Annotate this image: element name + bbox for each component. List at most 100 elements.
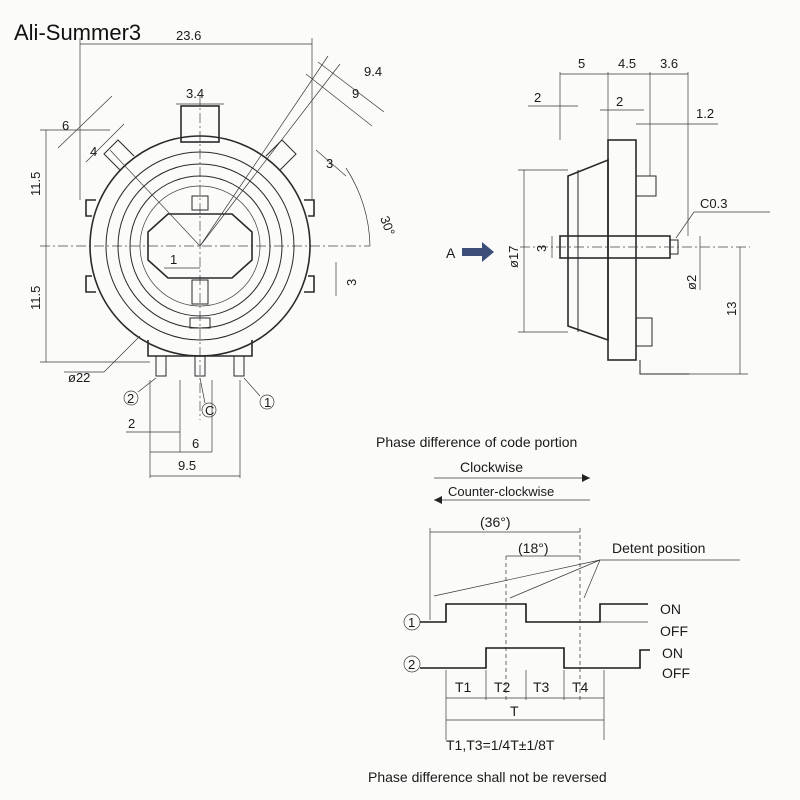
inner-ring-3 xyxy=(129,175,271,317)
bottom-locating-tab xyxy=(189,317,211,329)
body-side-notches xyxy=(85,199,315,293)
dim-label-2a: 2 xyxy=(534,90,541,105)
channel-1-label: 1 xyxy=(408,615,415,630)
dim-label-9: 9 xyxy=(352,86,359,101)
dim-label-6: 6 xyxy=(62,118,69,133)
angle-line-2 xyxy=(199,55,329,247)
pin-1-label: 1 xyxy=(264,395,271,410)
dim-label-13: 13 xyxy=(724,302,739,316)
view-arrow-label: A xyxy=(446,245,456,261)
angle-line-1 xyxy=(199,63,341,247)
dim-line-9-4 xyxy=(317,61,385,113)
dim-label-side-3: 3 xyxy=(534,245,549,252)
pin-c-marker xyxy=(201,402,217,418)
channel-2-on: ON xyxy=(662,645,683,661)
top-shaft-stub xyxy=(180,105,220,143)
channel-1-on: ON xyxy=(660,601,681,617)
dim-label-phi22: ø22 xyxy=(68,370,90,385)
angle-36-label: (36°) xyxy=(480,514,511,530)
counter-clockwise-label: Counter-clockwise xyxy=(448,484,554,499)
top-left-tab xyxy=(103,139,135,171)
angle-arc-30 xyxy=(345,167,371,247)
dim-label-4: 4 xyxy=(90,144,97,159)
dim-label-c0-3: C0.3 xyxy=(700,196,727,211)
t2-label: T2 xyxy=(494,679,511,695)
angle-18-label: (18°) xyxy=(518,540,549,556)
dim-label-4-5: 4.5 xyxy=(618,56,636,71)
channel-2-marker xyxy=(403,655,421,673)
counter-clockwise-arrowhead xyxy=(434,496,442,504)
side-body xyxy=(567,158,609,342)
inner-ring-4 xyxy=(139,185,261,307)
dim-label-1: 1 xyxy=(170,252,177,267)
dim-label-11-5-bottom: 11.5 xyxy=(28,286,43,310)
channel-2-off: OFF xyxy=(662,665,690,681)
channel-2-label: 2 xyxy=(408,657,415,672)
detent-leader-1 xyxy=(433,559,601,597)
shaft-key-top xyxy=(191,195,209,211)
terminal-pin-1 xyxy=(233,355,245,377)
channel-2-waveform xyxy=(420,647,650,669)
pin-2-leader xyxy=(137,377,157,393)
dim-line-9 xyxy=(305,73,373,127)
detent-leader-2 xyxy=(509,559,601,599)
dim-line-4 xyxy=(85,123,125,163)
pin-2-label: 2 xyxy=(127,391,134,406)
t4-label: T4 xyxy=(572,679,589,695)
side-mount-plate xyxy=(607,139,637,361)
clockwise-arrowhead xyxy=(582,474,590,482)
watermark-text: Ali-Summer3 xyxy=(14,20,141,45)
pin-2-marker xyxy=(123,390,139,406)
front-view: 23.6 3.4 6 4 9.4 9 3 30° 11.5 11.5 1 3 xyxy=(28,28,398,478)
dim-label-2-bottom: 2 xyxy=(128,416,135,431)
clockwise-label: Clockwise xyxy=(460,459,523,475)
side-view: 5 4.5 3.6 2 2 1.2 C0.3 A ø17 3 ø2 13 xyxy=(446,56,770,375)
detent-label: Detent position xyxy=(612,540,705,556)
dim-label-9-4: 9.4 xyxy=(364,64,382,79)
dim-label-5: 5 xyxy=(578,56,585,71)
pin-c-label: C xyxy=(205,403,214,418)
dim-label-2b: 2 xyxy=(616,94,623,109)
side-top-boss xyxy=(635,175,657,197)
pin-1-leader xyxy=(243,377,261,397)
channel-1-off: OFF xyxy=(660,623,688,639)
leader-phi22 xyxy=(103,335,141,373)
dim-label-phi17: ø17 xyxy=(506,246,521,268)
leader-c0-3 xyxy=(675,211,695,239)
dim-label-shaft: 3.4 xyxy=(186,86,204,101)
dim-label-30: 30° xyxy=(377,214,398,238)
inner-ring-1 xyxy=(105,151,295,341)
dim-label-3-right: 3 xyxy=(344,279,359,286)
terminal-pin-c xyxy=(194,355,206,377)
dim-line-slot-3 xyxy=(315,149,347,177)
top-right-tab xyxy=(265,139,297,171)
phase-formula: T1,T3=1/4T±1/8T xyxy=(446,737,555,753)
t3-label: T3 xyxy=(533,679,550,695)
side-terminal xyxy=(639,360,690,375)
shaft-profile xyxy=(147,213,253,279)
timing-diagram: Phase difference of code portion Clockwi… xyxy=(368,434,740,785)
detent-leader-3 xyxy=(583,559,601,599)
phase-note: Phase difference shall not be reversed xyxy=(368,769,607,785)
dim-label-top-width: 23.6 xyxy=(176,28,201,43)
dim-label-phi2: ø2 xyxy=(684,275,699,290)
shaft-key-bottom xyxy=(191,279,209,305)
channel-1-waveform xyxy=(420,603,648,623)
pin-c-leader xyxy=(199,377,206,404)
dim-label-1-2: 1.2 xyxy=(696,106,714,121)
pin-1-marker xyxy=(259,394,275,410)
side-bottom-boss xyxy=(635,317,653,347)
dim-label-6-bottom: 6 xyxy=(192,436,199,451)
t-total-label: T xyxy=(510,703,519,719)
dim-line-6 xyxy=(57,95,113,149)
terminal-pin-2 xyxy=(155,355,167,377)
angle-line-3 xyxy=(109,149,201,247)
dim-label-slot-3: 3 xyxy=(326,156,333,171)
timing-title: Phase difference of code portion xyxy=(376,434,577,450)
dim-label-3-6: 3.6 xyxy=(660,56,678,71)
view-arrow-icon xyxy=(462,242,494,262)
dim-label-9-5: 9.5 xyxy=(178,458,196,473)
dim-label-11-5-top: 11.5 xyxy=(28,172,43,196)
